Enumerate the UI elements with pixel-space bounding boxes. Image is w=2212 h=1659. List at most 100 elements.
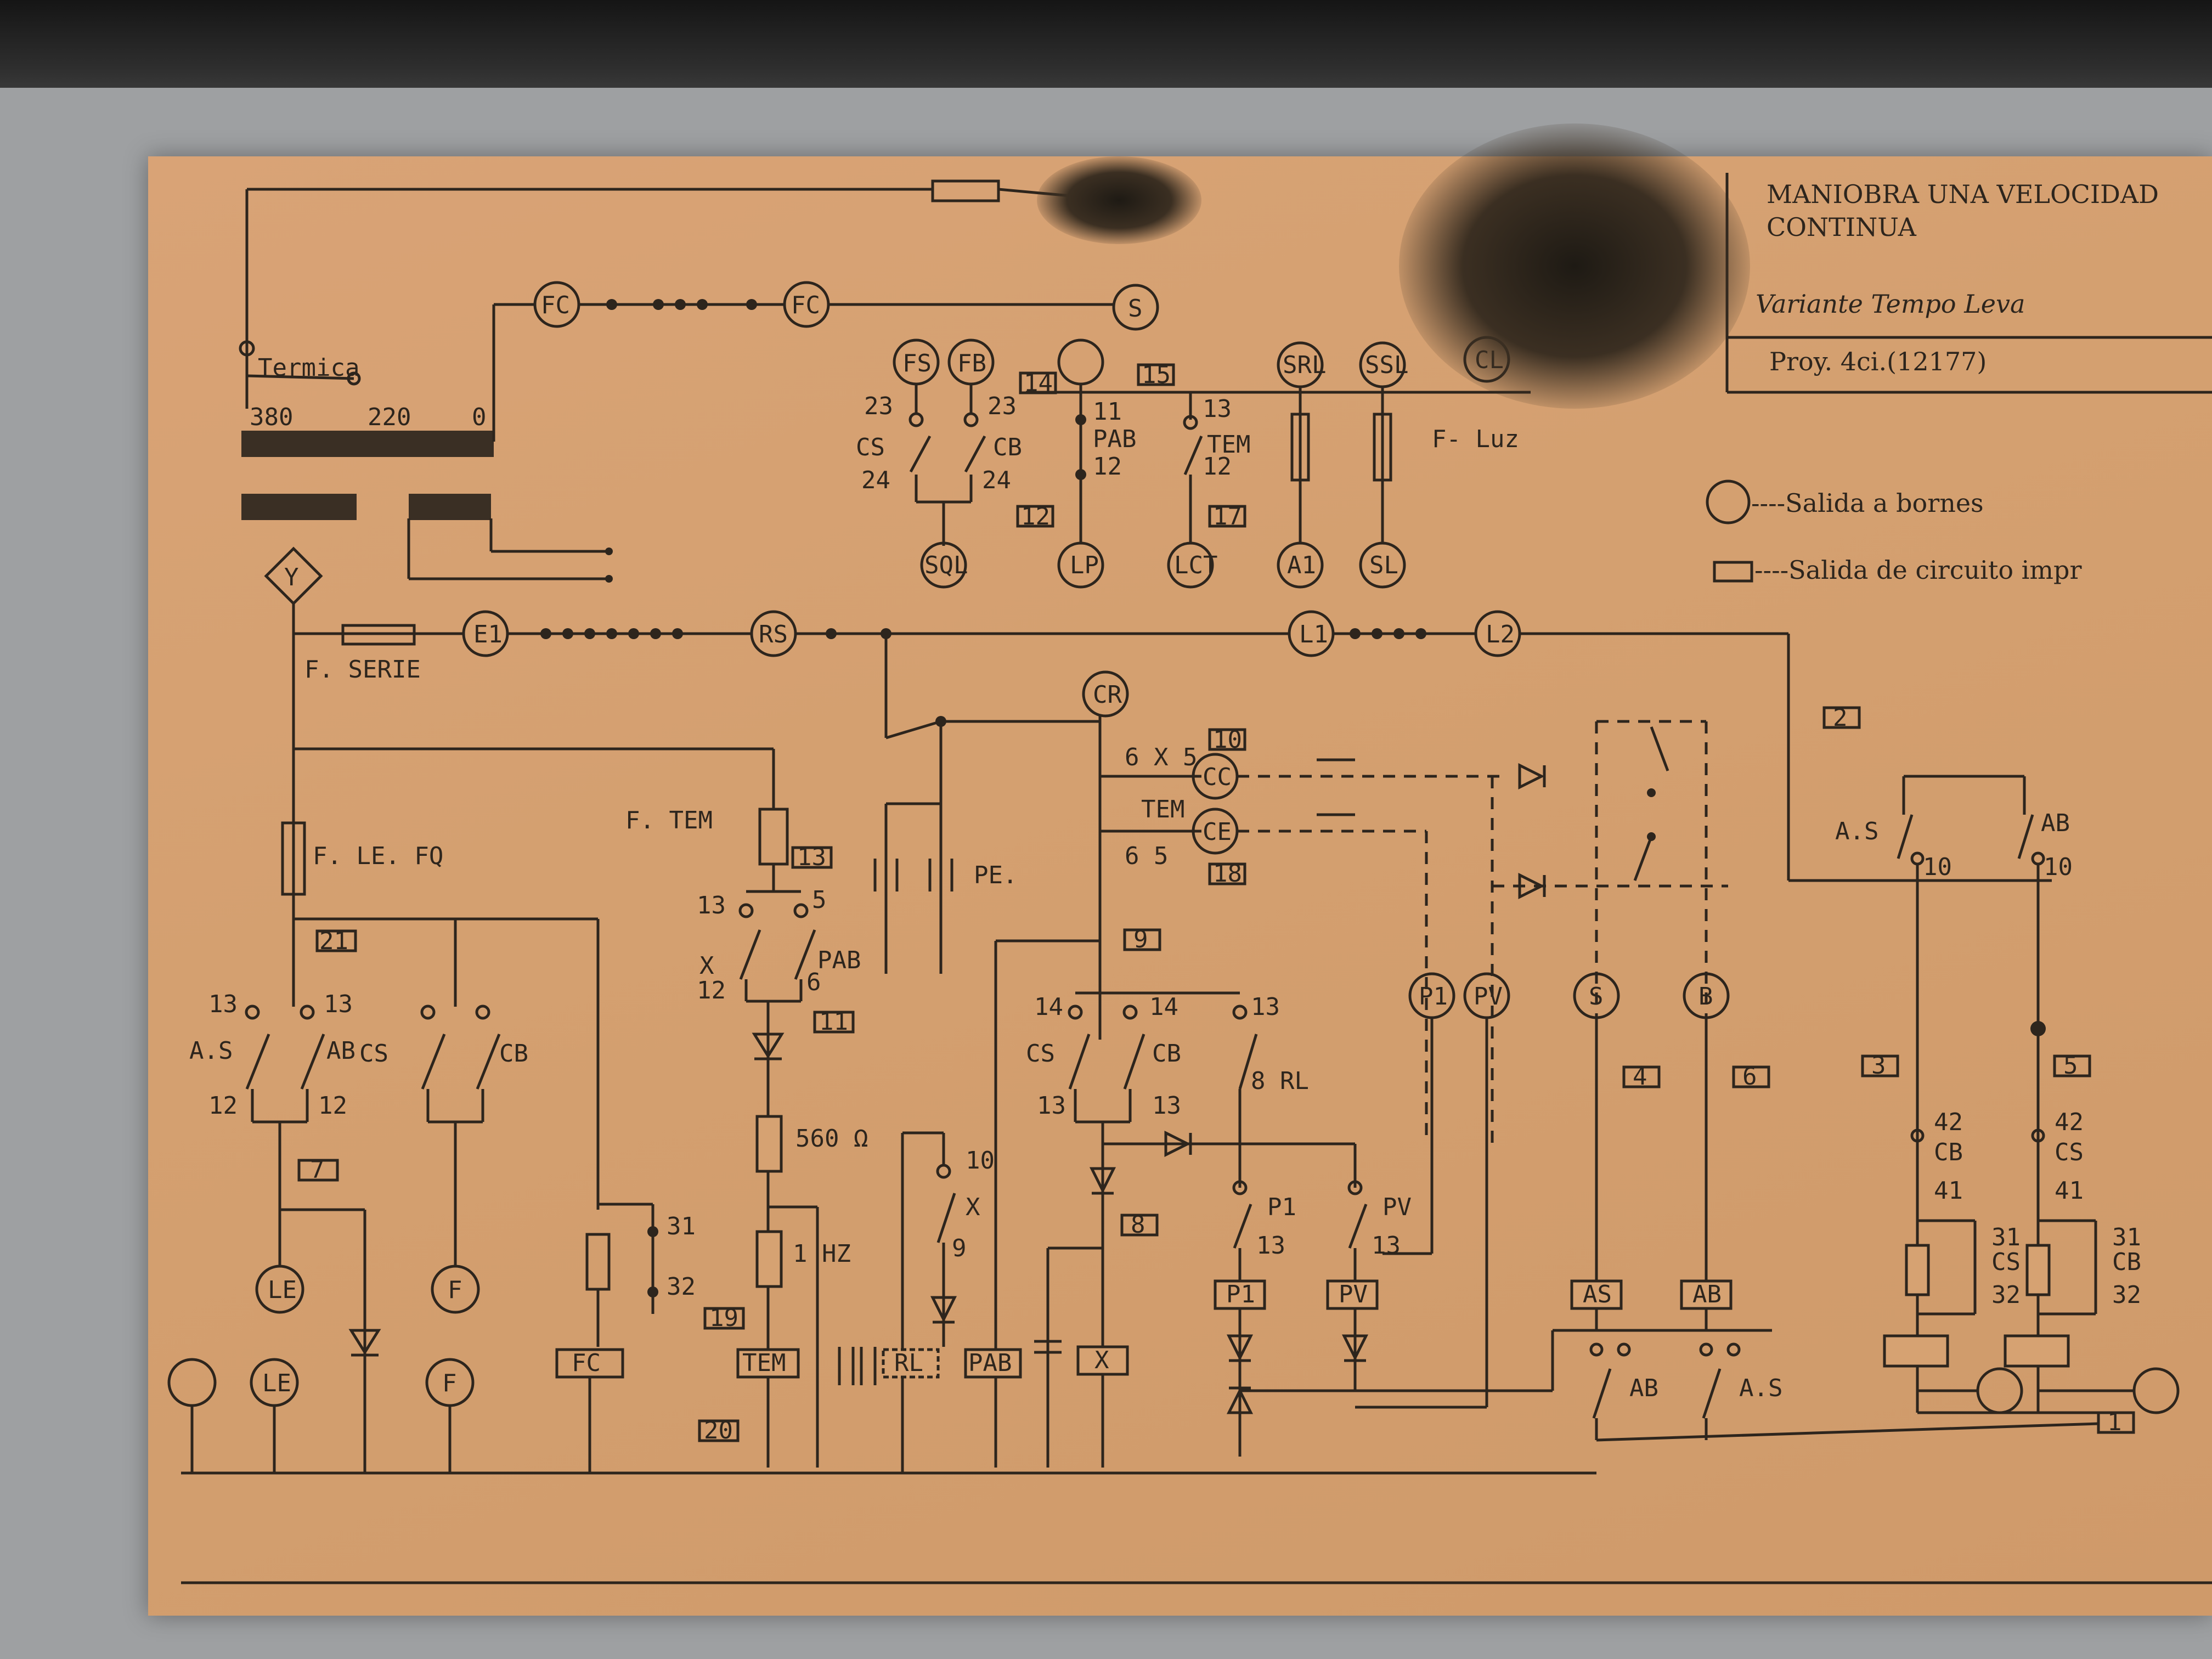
ftem-label: F. TEM	[625, 806, 713, 834]
svg-text:5: 5	[812, 886, 827, 914]
svg-text:42: 42	[1934, 1108, 1963, 1136]
svg-text:PV: PV	[1474, 983, 1503, 1011]
svg-text:6: 6	[806, 968, 821, 996]
svg-text:CS: CS	[359, 1040, 388, 1068]
svg-text:11: 11	[1093, 398, 1122, 426]
svg-text:PAB: PAB	[968, 1349, 1012, 1377]
transformer-secondary-2	[409, 494, 491, 520]
svg-text:32: 32	[667, 1273, 696, 1301]
termica-label: Termica	[258, 354, 359, 382]
svg-text:13: 13	[208, 990, 238, 1018]
svg-text:11: 11	[819, 1008, 848, 1036]
svg-text:18: 18	[1213, 860, 1242, 888]
cr-section: CR CC 10 CE 18 6 X 5 TEM 6 5	[964, 670, 1728, 1468]
svg-text:12: 12	[1203, 453, 1232, 481]
svg-text:13: 13	[1152, 1092, 1181, 1120]
svg-text:AB: AB	[326, 1037, 356, 1065]
hz-label: 1 HZ	[793, 1240, 851, 1268]
svg-text:AS: AS	[1583, 1280, 1612, 1308]
svg-text:10: 10	[1213, 726, 1242, 754]
svg-text:13: 13	[1372, 1232, 1401, 1260]
r60-label: 560 Ω	[795, 1125, 868, 1153]
svg-text:FS: FS	[902, 349, 932, 377]
svg-text:12: 12	[697, 977, 726, 1005]
svg-text:CB: CB	[499, 1040, 528, 1068]
svg-text:14: 14	[1024, 369, 1053, 397]
voltage-220: 220	[368, 403, 411, 431]
svg-text:9: 9	[1133, 926, 1148, 953]
svg-text:RL: RL	[894, 1349, 923, 1377]
svg-text:FB: FB	[957, 349, 986, 377]
svg-text:31: 31	[2112, 1223, 2141, 1251]
svg-text:13: 13	[1203, 395, 1232, 423]
voltage-380: 380	[250, 403, 293, 431]
svg-text:X: X	[966, 1193, 980, 1221]
svg-text:31: 31	[1991, 1223, 2021, 1251]
svg-text:TEM: TEM	[1207, 431, 1250, 459]
svg-text:CS: CS	[1026, 1040, 1055, 1068]
voltage-0: 0	[472, 403, 487, 431]
title-line-1: MANIOBRA UNA VELOCIDAD	[1767, 179, 2159, 209]
svg-text:S: S	[1128, 295, 1143, 323]
svg-text:CS: CS	[1991, 1248, 2021, 1276]
svg-text:CR: CR	[1093, 681, 1122, 709]
svg-text:8 RL: 8 RL	[1251, 1067, 1309, 1095]
svg-text:13: 13	[797, 843, 826, 871]
svg-text:F: F	[448, 1276, 462, 1304]
svg-text:6 X 5: 6 X 5	[1125, 743, 1197, 771]
svg-text:10: 10	[966, 1147, 995, 1175]
svg-text:TEM: TEM	[1141, 795, 1184, 823]
fserie-label: F. SERIE	[304, 656, 421, 684]
pe-section: PE.	[873, 634, 1100, 974]
svg-text:3: 3	[1871, 1052, 1886, 1080]
svg-text:8: 8	[1131, 1211, 1146, 1239]
svg-text:15: 15	[1142, 361, 1171, 389]
svg-text:6: 6	[1742, 1063, 1757, 1091]
svg-text:LP: LP	[1070, 551, 1099, 579]
svg-text:12: 12	[1093, 453, 1122, 481]
main-bus: F. SERIE E1 RS L1 L2 2	[292, 603, 2052, 963]
svg-text:PV: PV	[1339, 1280, 1368, 1308]
svg-text:A.S: A.S	[189, 1037, 233, 1065]
svg-text:12: 12	[1021, 503, 1050, 531]
svg-text:LE: LE	[262, 1369, 291, 1397]
wiring-diagram: MANIOBRA UNA VELOCIDAD CONTINUA Variante…	[167, 173, 2212, 1584]
svg-text:24: 24	[861, 466, 890, 494]
schematic-sheet: MANIOBRA UNA VELOCIDAD CONTINUA Variante…	[148, 123, 2212, 1616]
svg-text:31: 31	[667, 1212, 696, 1240]
legend-square-text: ----Salida de circuito impr	[1754, 555, 2081, 585]
svg-text:X: X	[699, 952, 714, 980]
title-block: MANIOBRA UNA VELOCIDAD CONTINUA Variante…	[1725, 173, 2212, 394]
svg-text:41: 41	[2055, 1177, 2084, 1205]
svg-text:CB: CB	[1934, 1138, 1963, 1166]
svg-text:A.S: A.S	[1835, 817, 1878, 845]
svg-text:A1: A1	[1287, 551, 1316, 579]
svg-text:CS: CS	[856, 433, 885, 461]
svg-text:13: 13	[1037, 1092, 1066, 1120]
burn-stain-small	[1037, 156, 1201, 244]
svg-text:A.S: A.S	[1739, 1374, 1782, 1402]
svg-text:B: B	[1699, 983, 1713, 1011]
svg-text:CS: CS	[2055, 1138, 2084, 1166]
transformer-secondary-1	[241, 494, 357, 520]
svg-text:X: X	[1094, 1346, 1109, 1374]
svg-text:CB: CB	[1152, 1040, 1181, 1068]
svg-text:32: 32	[1991, 1281, 2021, 1309]
svg-text:E1: E1	[473, 620, 503, 648]
svg-text:2: 2	[1833, 704, 1848, 732]
svg-text:5: 5	[2063, 1052, 2078, 1080]
svg-text:23: 23	[864, 392, 893, 420]
svg-text:S: S	[1589, 983, 1604, 1011]
svg-text:P1: P1	[1226, 1280, 1255, 1308]
svg-text:CB: CB	[993, 433, 1022, 461]
svg-text:SSL: SSL	[1365, 351, 1408, 379]
legend-circle-text: ----Salida a bornes	[1751, 488, 1984, 518]
svg-text:FC: FC	[791, 291, 820, 319]
svg-text:13: 13	[697, 891, 726, 919]
svg-text:13: 13	[324, 990, 353, 1018]
svg-text:21: 21	[319, 927, 348, 955]
svg-text:7: 7	[310, 1156, 325, 1184]
svg-text:24: 24	[982, 466, 1011, 494]
svg-text:13: 13	[1256, 1232, 1285, 1260]
